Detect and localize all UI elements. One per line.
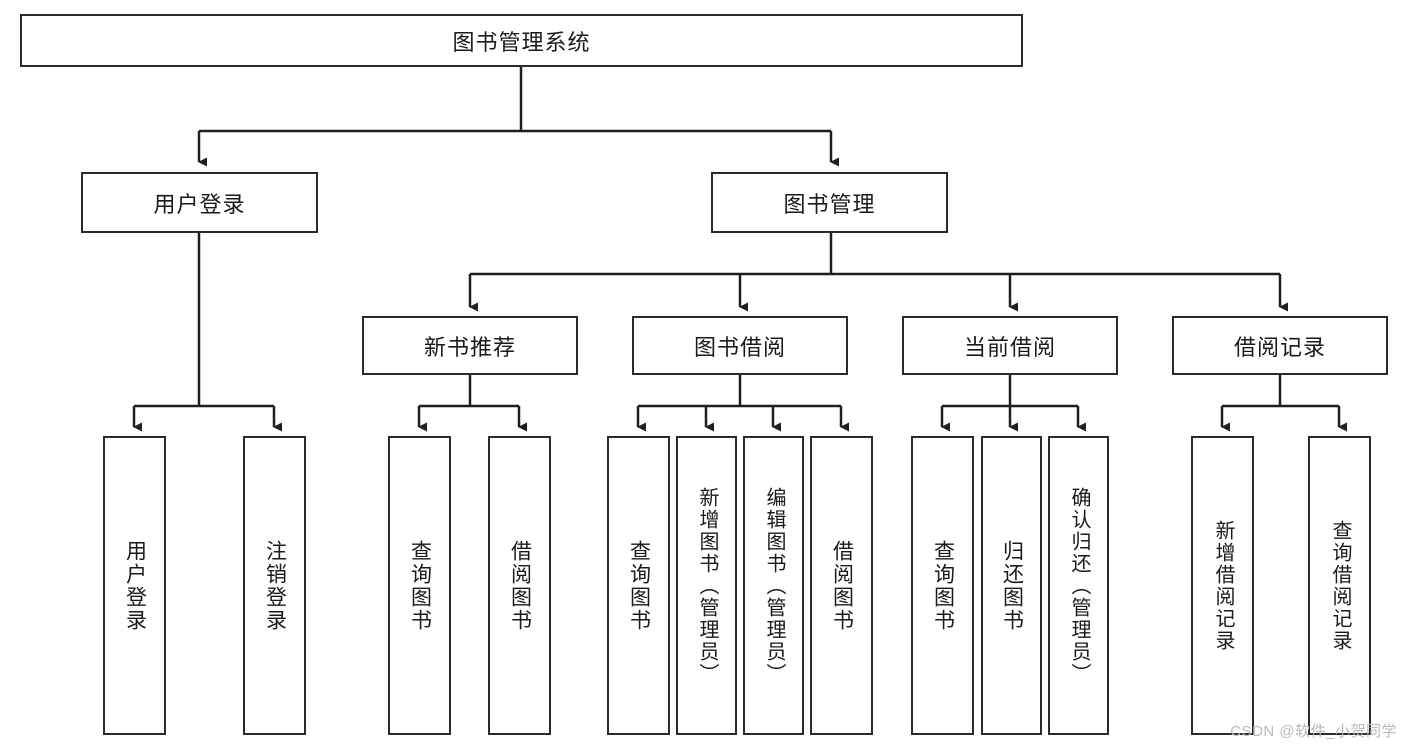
leaf-user-login[interactable]: 用户登录 xyxy=(103,436,166,735)
leaf-logout-login[interactable]: 注销登录 xyxy=(243,436,306,735)
leaf-borrow-book-recommend[interactable]: 借阅图书 xyxy=(488,436,551,735)
leaf-edit-book-admin[interactable]: 编辑图书（管理员） xyxy=(743,436,804,735)
leaf-return-book[interactable]: 归还图书 xyxy=(981,436,1042,735)
leaf-query-book-borrow[interactable]: 查询图书 xyxy=(607,436,670,735)
node-root[interactable]: 图书管理系统 xyxy=(20,14,1023,67)
node-book-borrow[interactable]: 图书借阅 xyxy=(632,316,848,375)
csdn-watermark: CSDN @软件_小贺同学 xyxy=(1230,723,1397,740)
leaf-query-borrow-record[interactable]: 查询借阅记录 xyxy=(1308,436,1371,735)
node-new-book-recommend[interactable]: 新书推荐 xyxy=(362,316,578,375)
leaf-confirm-return-admin[interactable]: 确认归还（管理员） xyxy=(1048,436,1109,735)
node-book-management[interactable]: 图书管理 xyxy=(711,172,948,233)
leaf-query-book-current[interactable]: 查询图书 xyxy=(911,436,974,735)
leaf-add-borrow-record[interactable]: 新增借阅记录 xyxy=(1191,436,1254,735)
leaf-query-book-recommend[interactable]: 查询图书 xyxy=(388,436,451,735)
leaf-borrow-book[interactable]: 借阅图书 xyxy=(810,436,873,735)
node-user-login[interactable]: 用户登录 xyxy=(81,172,318,233)
leaf-add-book-admin[interactable]: 新增图书（管理员） xyxy=(676,436,737,735)
node-current-borrow[interactable]: 当前借阅 xyxy=(902,316,1118,375)
node-borrow-record[interactable]: 借阅记录 xyxy=(1172,316,1388,375)
